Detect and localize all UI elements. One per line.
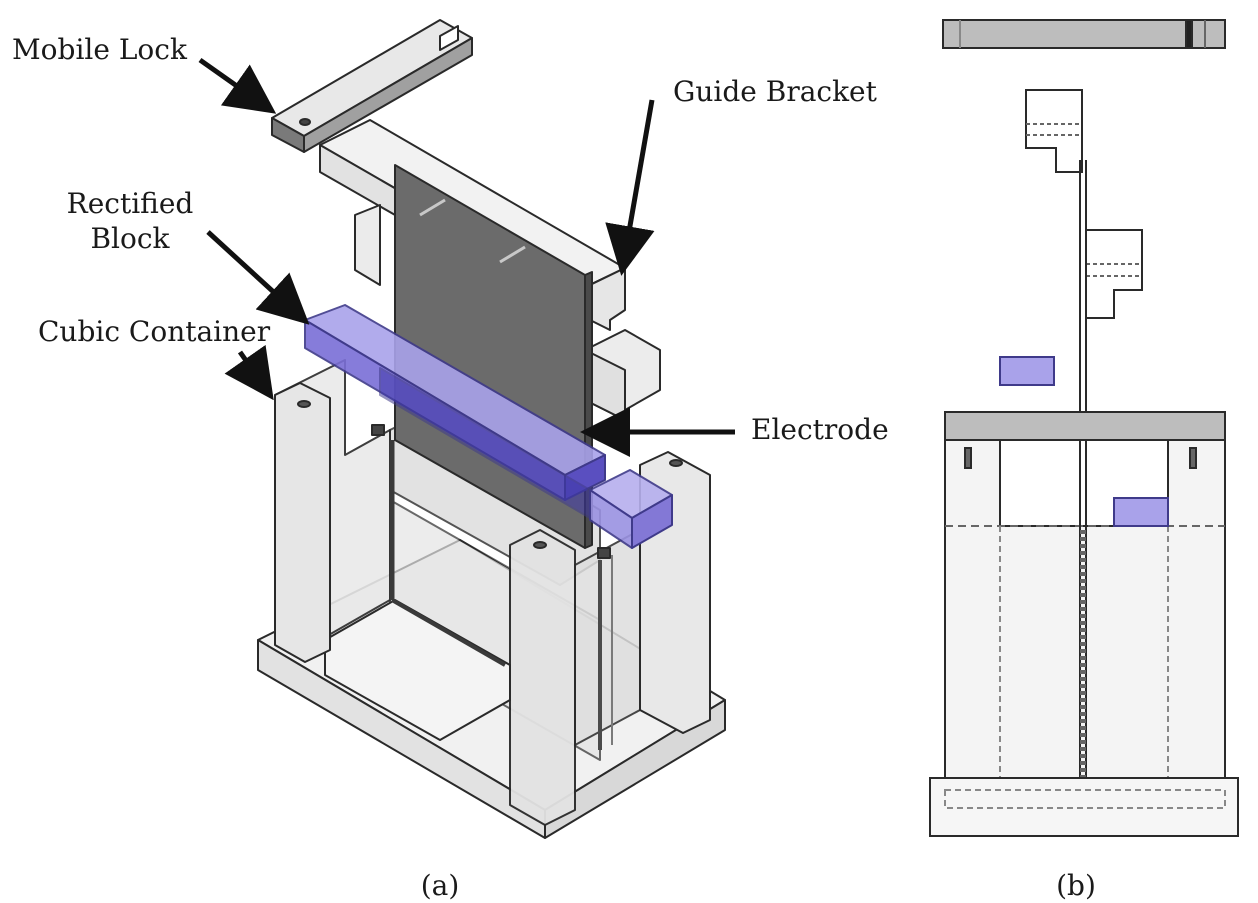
- mobile-lock-front: [942, 19, 1226, 49]
- label-mobile-lock: Mobile Lock: [12, 33, 187, 66]
- label-rectified-block-line1: Rectified: [66, 187, 194, 220]
- rectified-block-front-upper: [999, 356, 1055, 386]
- caption-panel-b: (b): [1056, 869, 1096, 902]
- caption-panel-a: (a): [420, 869, 460, 902]
- label-rectified-block-line2: Block: [90, 222, 170, 255]
- label-electrode: Electrode: [751, 413, 889, 446]
- label-rectified-block: Rectified Block: [60, 186, 200, 256]
- rectified-block: [304, 304, 673, 549]
- panel-b-front-view: [929, 19, 1239, 837]
- container-top-cap: [944, 411, 1226, 441]
- label-guide-bracket: Guide Bracket: [673, 75, 877, 108]
- guide-bracket-upper: [1025, 89, 1083, 173]
- label-cubic-container: Cubic Container: [38, 315, 271, 348]
- rectified-block-front-lower: [1113, 497, 1169, 527]
- arrow-guide-bracket: [605, 99, 655, 276]
- arrow-cubic-container: [224, 344, 274, 401]
- mobile-lock: [271, 19, 473, 153]
- arrow-mobile-lock: [198, 57, 277, 114]
- leader-arrows: [198, 57, 735, 457]
- guide-bracket-lower: [1085, 229, 1143, 319]
- arrow-rectified-block: [206, 230, 310, 325]
